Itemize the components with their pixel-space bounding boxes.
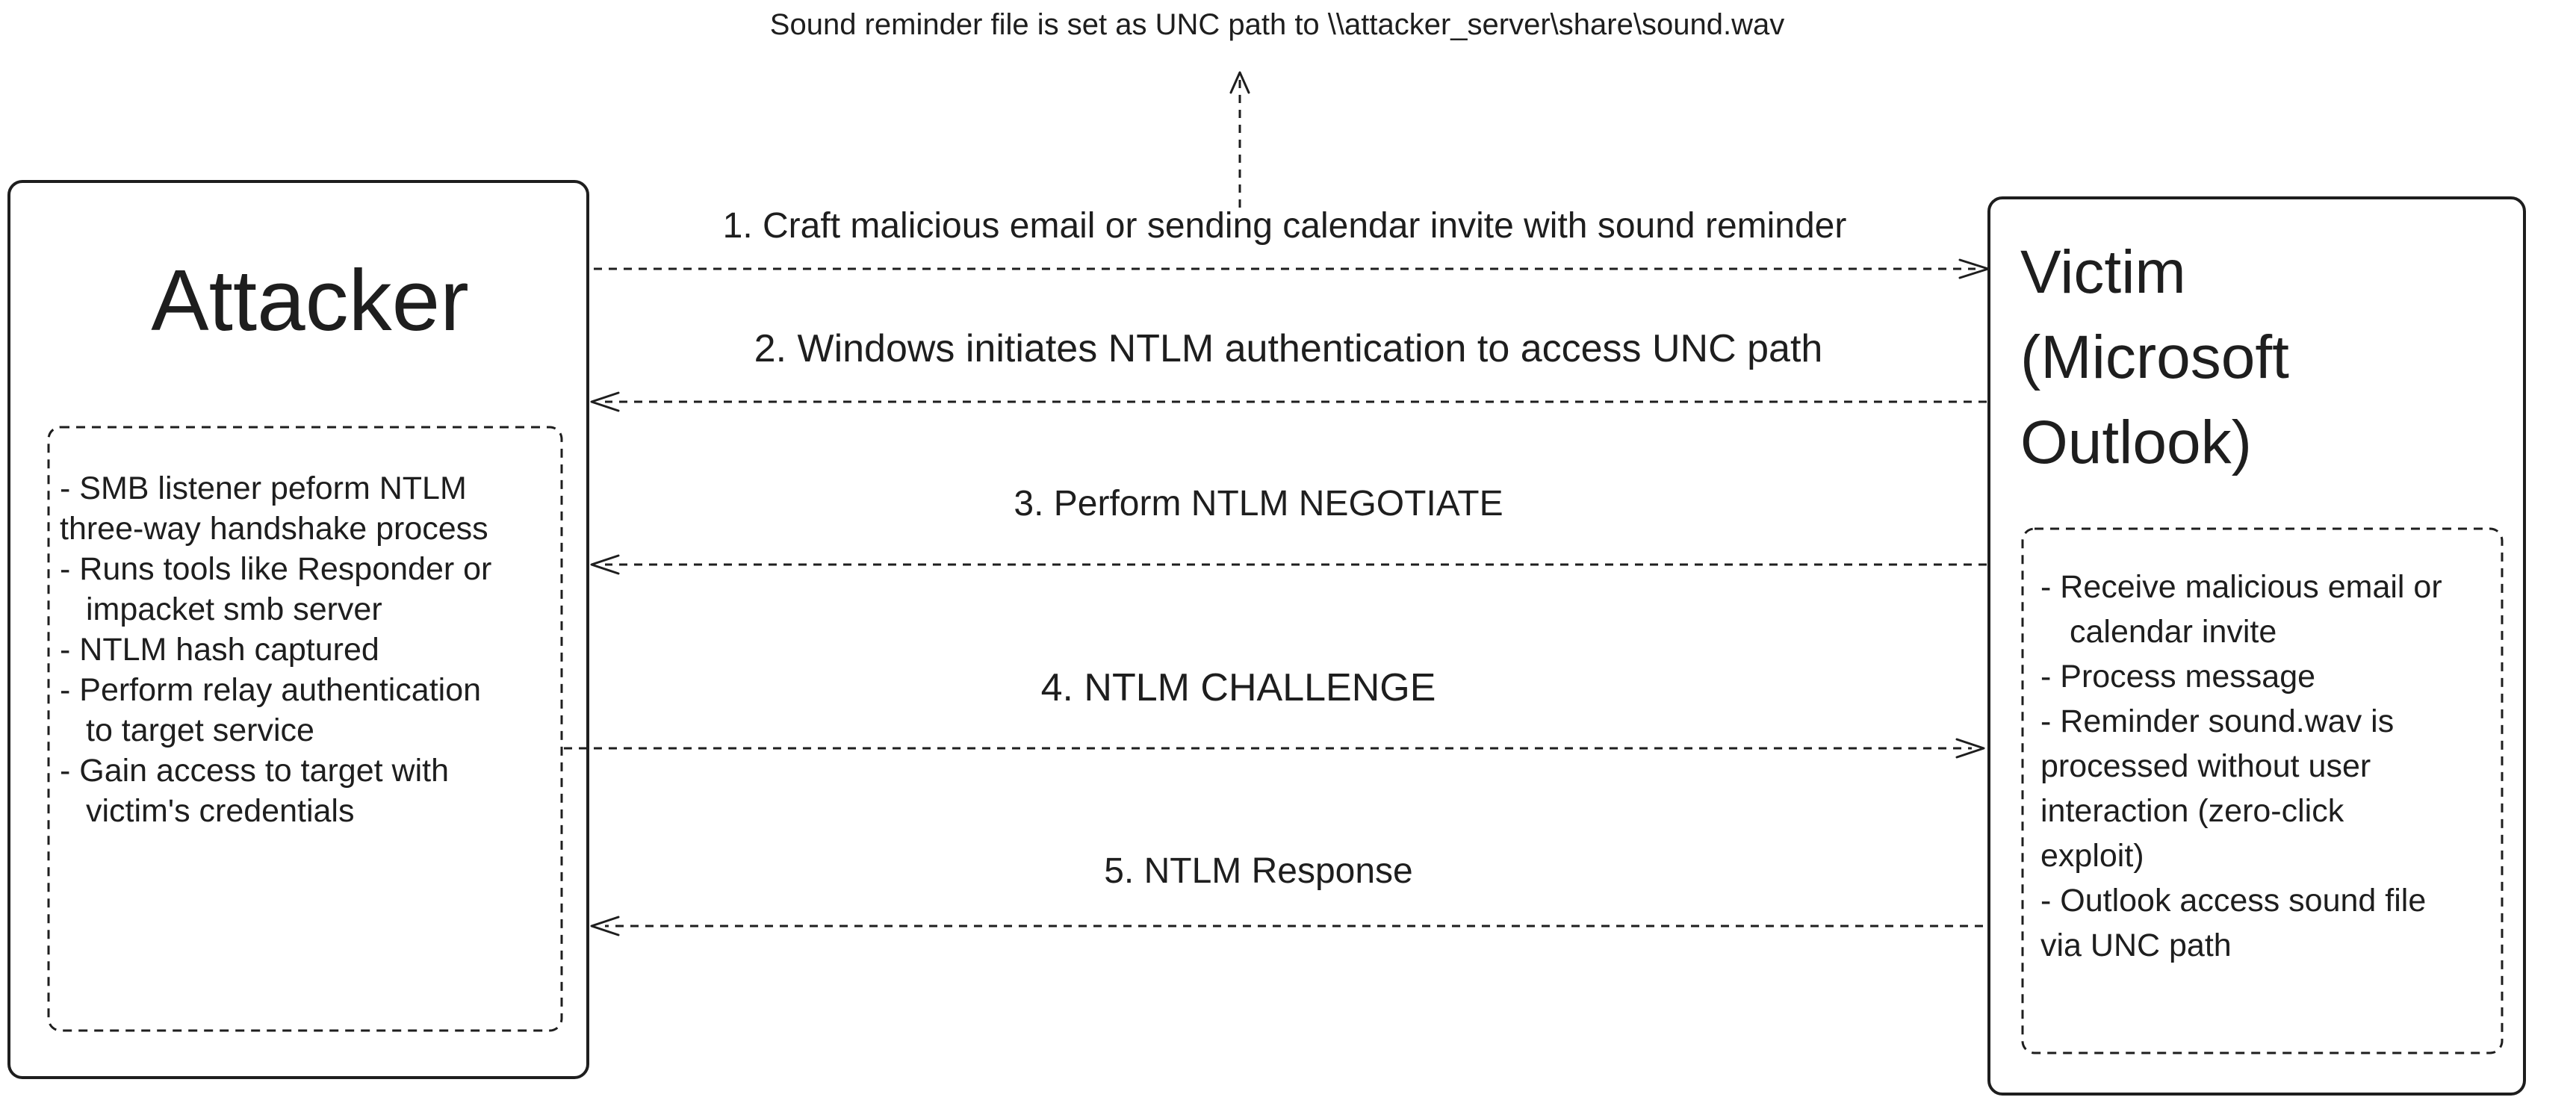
attacker-title: Attacker	[151, 252, 468, 349]
attacker-item-7: to target service	[86, 712, 314, 748]
victim-item-6: interaction (zero-click	[2040, 793, 2344, 829]
step-1-arrowhead	[1958, 258, 1990, 279]
step-2-arrowhead	[590, 391, 620, 412]
victim-item-5: processed without user	[2040, 748, 2371, 784]
victim-item-2: calendar invite	[2070, 614, 2276, 650]
step-4-label: 4. NTLM CHALLENGE	[1041, 666, 1436, 709]
victim-item-4: - Reminder sound.wav is	[2040, 703, 2394, 739]
victim-item-8: - Outlook access sound file	[2040, 883, 2426, 919]
attacker-item-6: - Perform relay authentication	[60, 672, 481, 708]
attacker-item-1: - SMB listener peform NTLM	[60, 470, 467, 506]
victim-title-line-1: Victim	[2020, 238, 2186, 306]
attacker-item-5: - NTLM hash captured	[60, 632, 379, 668]
step-1-label: 1. Craft malicious email or sending cale…	[723, 206, 1847, 246]
victim-item-7: exploit)	[2040, 838, 2144, 874]
attacker-box	[7, 180, 589, 1079]
step-4-arrowhead	[1955, 738, 1985, 759]
step-5-arrowhead	[590, 916, 620, 936]
unc-path-note: Sound reminder file is set as UNC path t…	[770, 8, 1784, 41]
victim-details-box	[2021, 527, 2504, 1054]
attacker-item-9: victim's credentials	[86, 793, 354, 829]
victim-item-9: via UNC path	[2040, 928, 2232, 963]
attacker-item-8: - Gain access to target with	[60, 753, 449, 789]
victim-title-line-3: Outlook)	[2020, 408, 2252, 476]
attacker-details-box	[47, 426, 563, 1032]
step-3-label: 3. Perform NTLM NEGOTIATE	[1014, 484, 1503, 523]
victim-title-line-2: (Microsoft	[2020, 323, 2289, 391]
attacker-item-4: impacket smb server	[86, 591, 382, 627]
step-3-arrowhead	[590, 554, 620, 575]
attacker-item-2: three-way handshake process	[60, 511, 488, 547]
victim-item-3: - Process message	[2040, 659, 2315, 695]
victim-item-1: - Receive malicious email or	[2040, 569, 2442, 605]
step-2-label: 2. Windows initiates NTLM authentication…	[754, 327, 1823, 370]
victim-box	[1987, 196, 2526, 1096]
note-arrow-head	[1229, 71, 1250, 94]
step-5-label: 5. NTLM Response	[1104, 851, 1413, 891]
attacker-item-3: - Runs tools like Responder or	[60, 551, 491, 587]
